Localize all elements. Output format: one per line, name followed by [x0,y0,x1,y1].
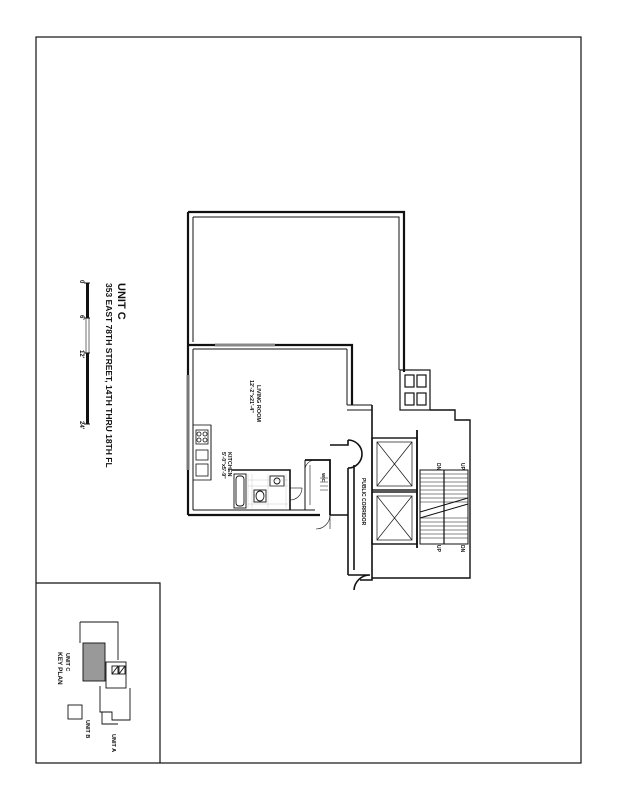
stair-up-bottom: UP [435,545,441,553]
key-plan-title: KEY PLAN [56,652,63,685]
scale-bar: 0 6' 12' 24' [78,280,90,430]
wic-label: WIC [321,473,326,482]
unit-title: UNIT C [115,283,127,320]
key-plan [67,621,131,725]
scale-tick-24: 24' [78,421,84,430]
living-room-dims: 12'-2"x21'-4" [248,380,254,413]
title-block: UNIT C 353 EAST 78TH STREET, 14TH THRU 1… [104,283,127,468]
living-room-name: LIVING ROOM [255,385,261,422]
kitchen-name: KITCHEN [226,452,232,476]
shafts [399,369,431,411]
bathroom [232,469,303,510]
key-plan-unit-a: UNIT A [110,734,116,752]
stair-dn-bottom: DN [459,545,465,553]
scale-tick-0: 0 [78,280,84,284]
key-plan-unit-c: UNIT C [64,653,70,671]
sheet-border [35,36,582,764]
stair-dn-top: DN [435,463,441,471]
scale-tick-12: 12' [78,350,84,359]
scale-tick-6: 6' [78,315,84,320]
key-plan-frame [36,582,161,763]
key-plan-unit-b: UNIT B [84,720,90,738]
corridor-label: PUBLIC CORRIDOR [360,478,366,526]
unit-walls [186,210,406,517]
kitchen-dims: 5'-0"x5'-9" [220,452,226,479]
elevators [371,409,471,579]
wic-closet [304,459,331,515]
bath-floor-tile [247,474,288,508]
stair-up-top: UP [459,463,465,471]
address-title: 353 EAST 78TH STREET, 14TH THRU 18TH FL [104,283,114,468]
stairs [419,469,469,545]
kitchen-fixtures [192,424,212,481]
